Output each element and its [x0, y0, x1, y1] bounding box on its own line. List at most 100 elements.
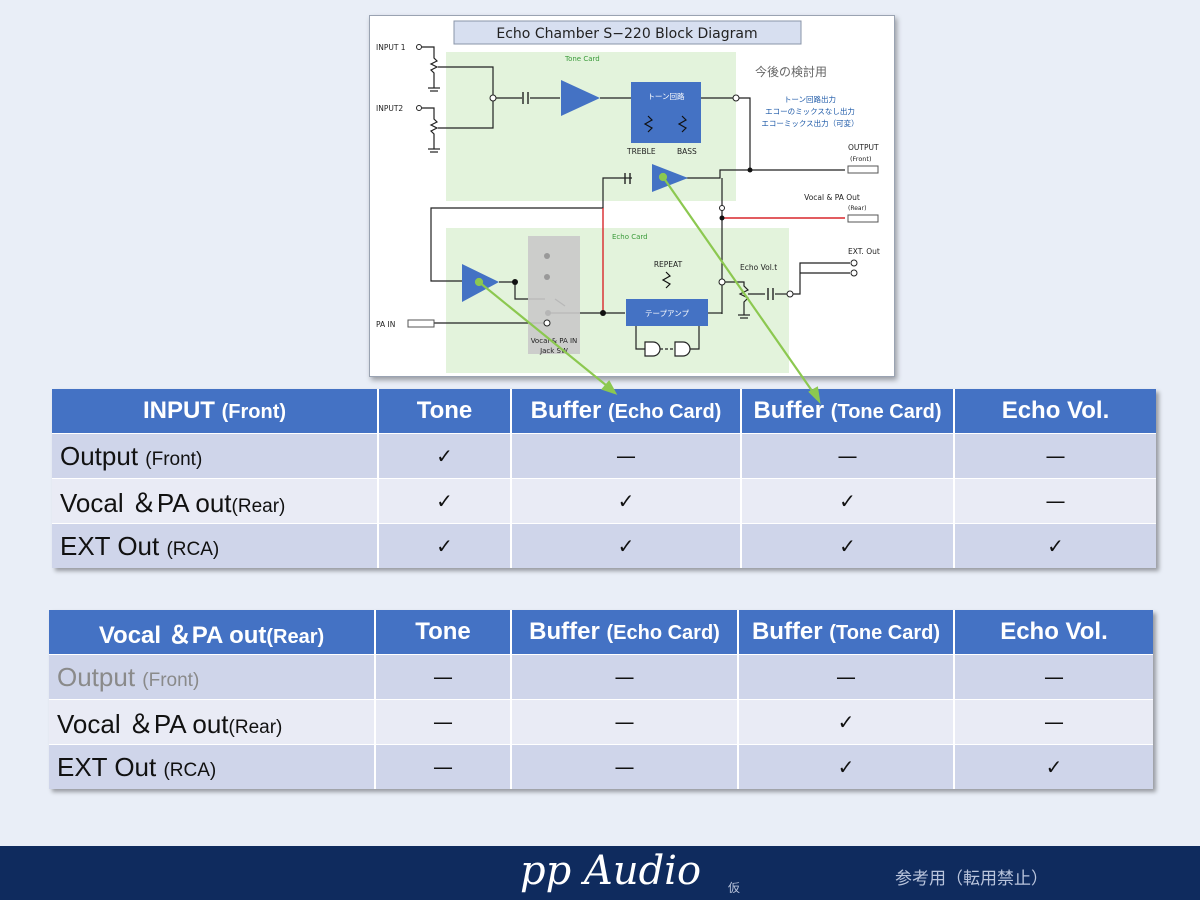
cell-buffer-echo: ✓ — [511, 478, 742, 524]
cell-echo-vol: — — [954, 433, 1156, 479]
row-label: Output (Front) — [49, 654, 376, 700]
cell-echo-vol: — — [954, 654, 1153, 700]
note-title: 今後の検討用 — [755, 64, 827, 79]
repeat-label: REPEAT — [654, 260, 683, 269]
treble-label: TREBLE — [626, 147, 656, 156]
tone-card-label: Tone Card — [564, 55, 600, 63]
routing-table-vocal-pa: Vocal ＆PA out(Rear) Tone Buffer (Echo Ca… — [49, 610, 1153, 789]
echo-vol-label: Echo Vol.t — [740, 263, 777, 272]
footer-bar: pp Audio 仮 参考用（転用禁止） — [0, 846, 1200, 900]
cell-buffer-echo: — — [511, 654, 739, 700]
routing-table-input: INPUT (Front) Tone Buffer (Echo Card) Bu… — [52, 389, 1156, 568]
echo-out-node — [786, 290, 794, 298]
cell-echo-vol: — — [954, 699, 1153, 745]
cell-echo-vol: ✓ — [954, 744, 1153, 789]
ext-out-jack-1 — [850, 259, 858, 267]
jack-sw-pin-3 — [543, 319, 551, 327]
brand-logo: pp Audio — [520, 848, 702, 894]
cell-echo-vol: ✓ — [954, 523, 1156, 568]
echo-card-area — [446, 228, 789, 373]
cell-buffer-echo: — — [511, 433, 742, 479]
cell-tone: — — [375, 744, 512, 789]
cell-tone: ✓ — [378, 523, 512, 568]
jack-sw-pin-1 — [544, 253, 550, 259]
note-line-3: エコーミックス出力（可変） — [761, 118, 858, 128]
input2-label: INPUT2 — [376, 104, 403, 113]
mix-node — [489, 94, 497, 102]
table-row: Vocal ＆PA out(Rear) — — ✓ — — [49, 699, 1153, 745]
echo-card-label: Echo Card — [612, 233, 648, 241]
table-row: Output (Front) — — — — — [49, 654, 1153, 700]
cell-buffer-tone: ✓ — [741, 478, 955, 524]
tone-amp-triangle — [561, 80, 600, 116]
row-label: Output (Front) — [52, 433, 379, 479]
input2-jack — [416, 105, 422, 111]
table1-header-0: INPUT (Front) — [52, 389, 379, 434]
input1-label: INPUT 1 — [376, 43, 406, 52]
jack-sw-label-1: Vocal & PA IN — [531, 337, 578, 345]
table1-header-3: Buffer (Tone Card) — [741, 389, 955, 434]
reference-note: 参考用（転用禁止） — [895, 869, 1048, 889]
table2-header-4: Echo Vol. — [954, 610, 1153, 655]
table2-header-3: Buffer (Tone Card) — [738, 610, 955, 655]
table2-header-1: Tone — [375, 610, 512, 655]
ext-out-label: EXT. Out — [848, 247, 880, 256]
table1-header-2: Buffer (Echo Card) — [511, 389, 742, 434]
diagram-title: Echo Chamber S−220 Block Diagram — [496, 26, 757, 42]
output-sub-label: (Front) — [850, 155, 872, 163]
ext-out-jack-2 — [850, 269, 858, 277]
tape-amp-in-node — [600, 310, 606, 316]
cell-tone: — — [375, 654, 512, 700]
table2-header-2: Buffer (Echo Card) — [511, 610, 739, 655]
pa-in-jack — [407, 319, 435, 328]
note-line-1: トーン回路出力 — [784, 94, 836, 104]
block-diagram-svg: Echo Chamber S−220 Block Diagram Tone Ca… — [376, 20, 880, 373]
tape-amp-label: テープアンプ — [645, 309, 690, 318]
table-row: EXT Out (RCA) — — ✓ ✓ — [49, 744, 1153, 789]
table1-header-row: INPUT (Front) Tone Buffer (Echo Card) Bu… — [52, 389, 1156, 434]
cell-buffer-tone: ✓ — [738, 744, 955, 789]
row-label: Vocal ＆PA out(Rear) — [52, 478, 379, 524]
vocal-junction — [719, 215, 725, 221]
tone-out-node — [732, 94, 740, 102]
diagram-title-box — [453, 20, 802, 45]
coupling-cap-2 — [624, 173, 631, 184]
note-line-2: エコーのミックスなし出力 — [765, 106, 855, 116]
row-label: EXT Out (RCA) — [52, 523, 379, 568]
cell-tone: ✓ — [378, 433, 512, 479]
cell-buffer-tone: ✓ — [741, 523, 955, 568]
echo-buffer-node — [512, 279, 518, 285]
input-wiring — [422, 46, 560, 153]
buffer-out-node — [719, 205, 725, 211]
jack-sw-label-2: Jack SW — [539, 347, 568, 355]
block-diagram: Echo Chamber S−220 Block Diagram Tone Ca… — [369, 15, 895, 377]
cell-echo-vol: — — [954, 478, 1156, 524]
vocal-pa-out-sub: (Rear) — [848, 205, 866, 212]
vocal-pa-out-label: Vocal & PA Out — [804, 193, 860, 202]
brand-small-mark: 仮 — [728, 881, 741, 895]
table-row: Output (Front) ✓ — — — — [52, 433, 1156, 479]
tone-pots — [643, 115, 687, 133]
cell-tone: ✓ — [378, 478, 512, 524]
output-junction — [747, 167, 753, 173]
bass-label: BASS — [677, 147, 697, 156]
vocal-out-jack — [847, 214, 879, 223]
table2-header-row: Vocal ＆PA out(Rear) Tone Buffer (Echo Ca… — [49, 610, 1153, 655]
input1-jack — [416, 44, 422, 50]
table1-header-4: Echo Vol. — [954, 389, 1156, 434]
table-row: Vocal ＆PA out(Rear) ✓ ✓ ✓ — — [52, 478, 1156, 524]
echo-mix-node — [718, 278, 726, 286]
cell-buffer-echo: — — [511, 744, 739, 789]
row-label: EXT Out (RCA) — [49, 744, 376, 789]
output-label: OUTPUT — [848, 143, 879, 152]
tone-circuit-label: トーン回路 — [647, 91, 685, 101]
cell-buffer-echo: — — [511, 699, 739, 745]
table1-header-1: Tone — [378, 389, 512, 434]
cell-buffer-tone: — — [741, 433, 955, 479]
row-label: Vocal ＆PA out(Rear) — [49, 699, 376, 745]
cell-buffer-tone: — — [738, 654, 955, 700]
table2-header-0: Vocal ＆PA out(Rear) — [49, 610, 376, 655]
cell-tone: — — [375, 699, 512, 745]
cell-buffer-tone: ✓ — [738, 699, 955, 745]
pa-in-label: PA IN — [376, 320, 395, 329]
